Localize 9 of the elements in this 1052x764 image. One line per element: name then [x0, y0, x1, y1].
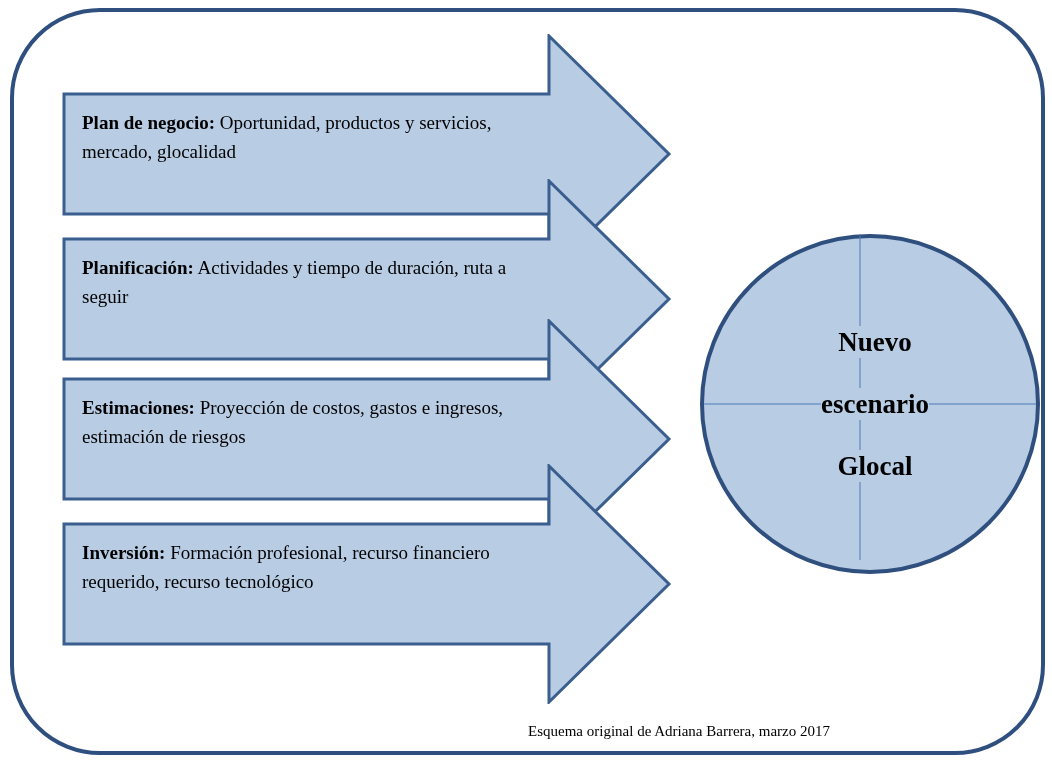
circle-label: Glocal [837, 450, 913, 482]
circle-label: Nuevo [838, 326, 912, 358]
arrow-text: Estimaciones: Proyección de costos, gastos e ingresos, estimación de riesgos [82, 396, 505, 449]
caption: Esquema original de Adriana Barrera, marzo 2017 [528, 722, 830, 741]
arrow-text: Plan de negocio: Oportunidad, productos y servicios, mercado, glocalidad [82, 111, 493, 164]
circle-label: escenario [821, 388, 929, 420]
frame-box [10, 8, 1045, 755]
arrow-text: Planificación: Actividades y tiempo de duración, ruta a seguir [82, 256, 508, 309]
arrow-text: Inversión: Formación profesional, recurso financiero requerido, recurso tecnológico [82, 541, 491, 594]
